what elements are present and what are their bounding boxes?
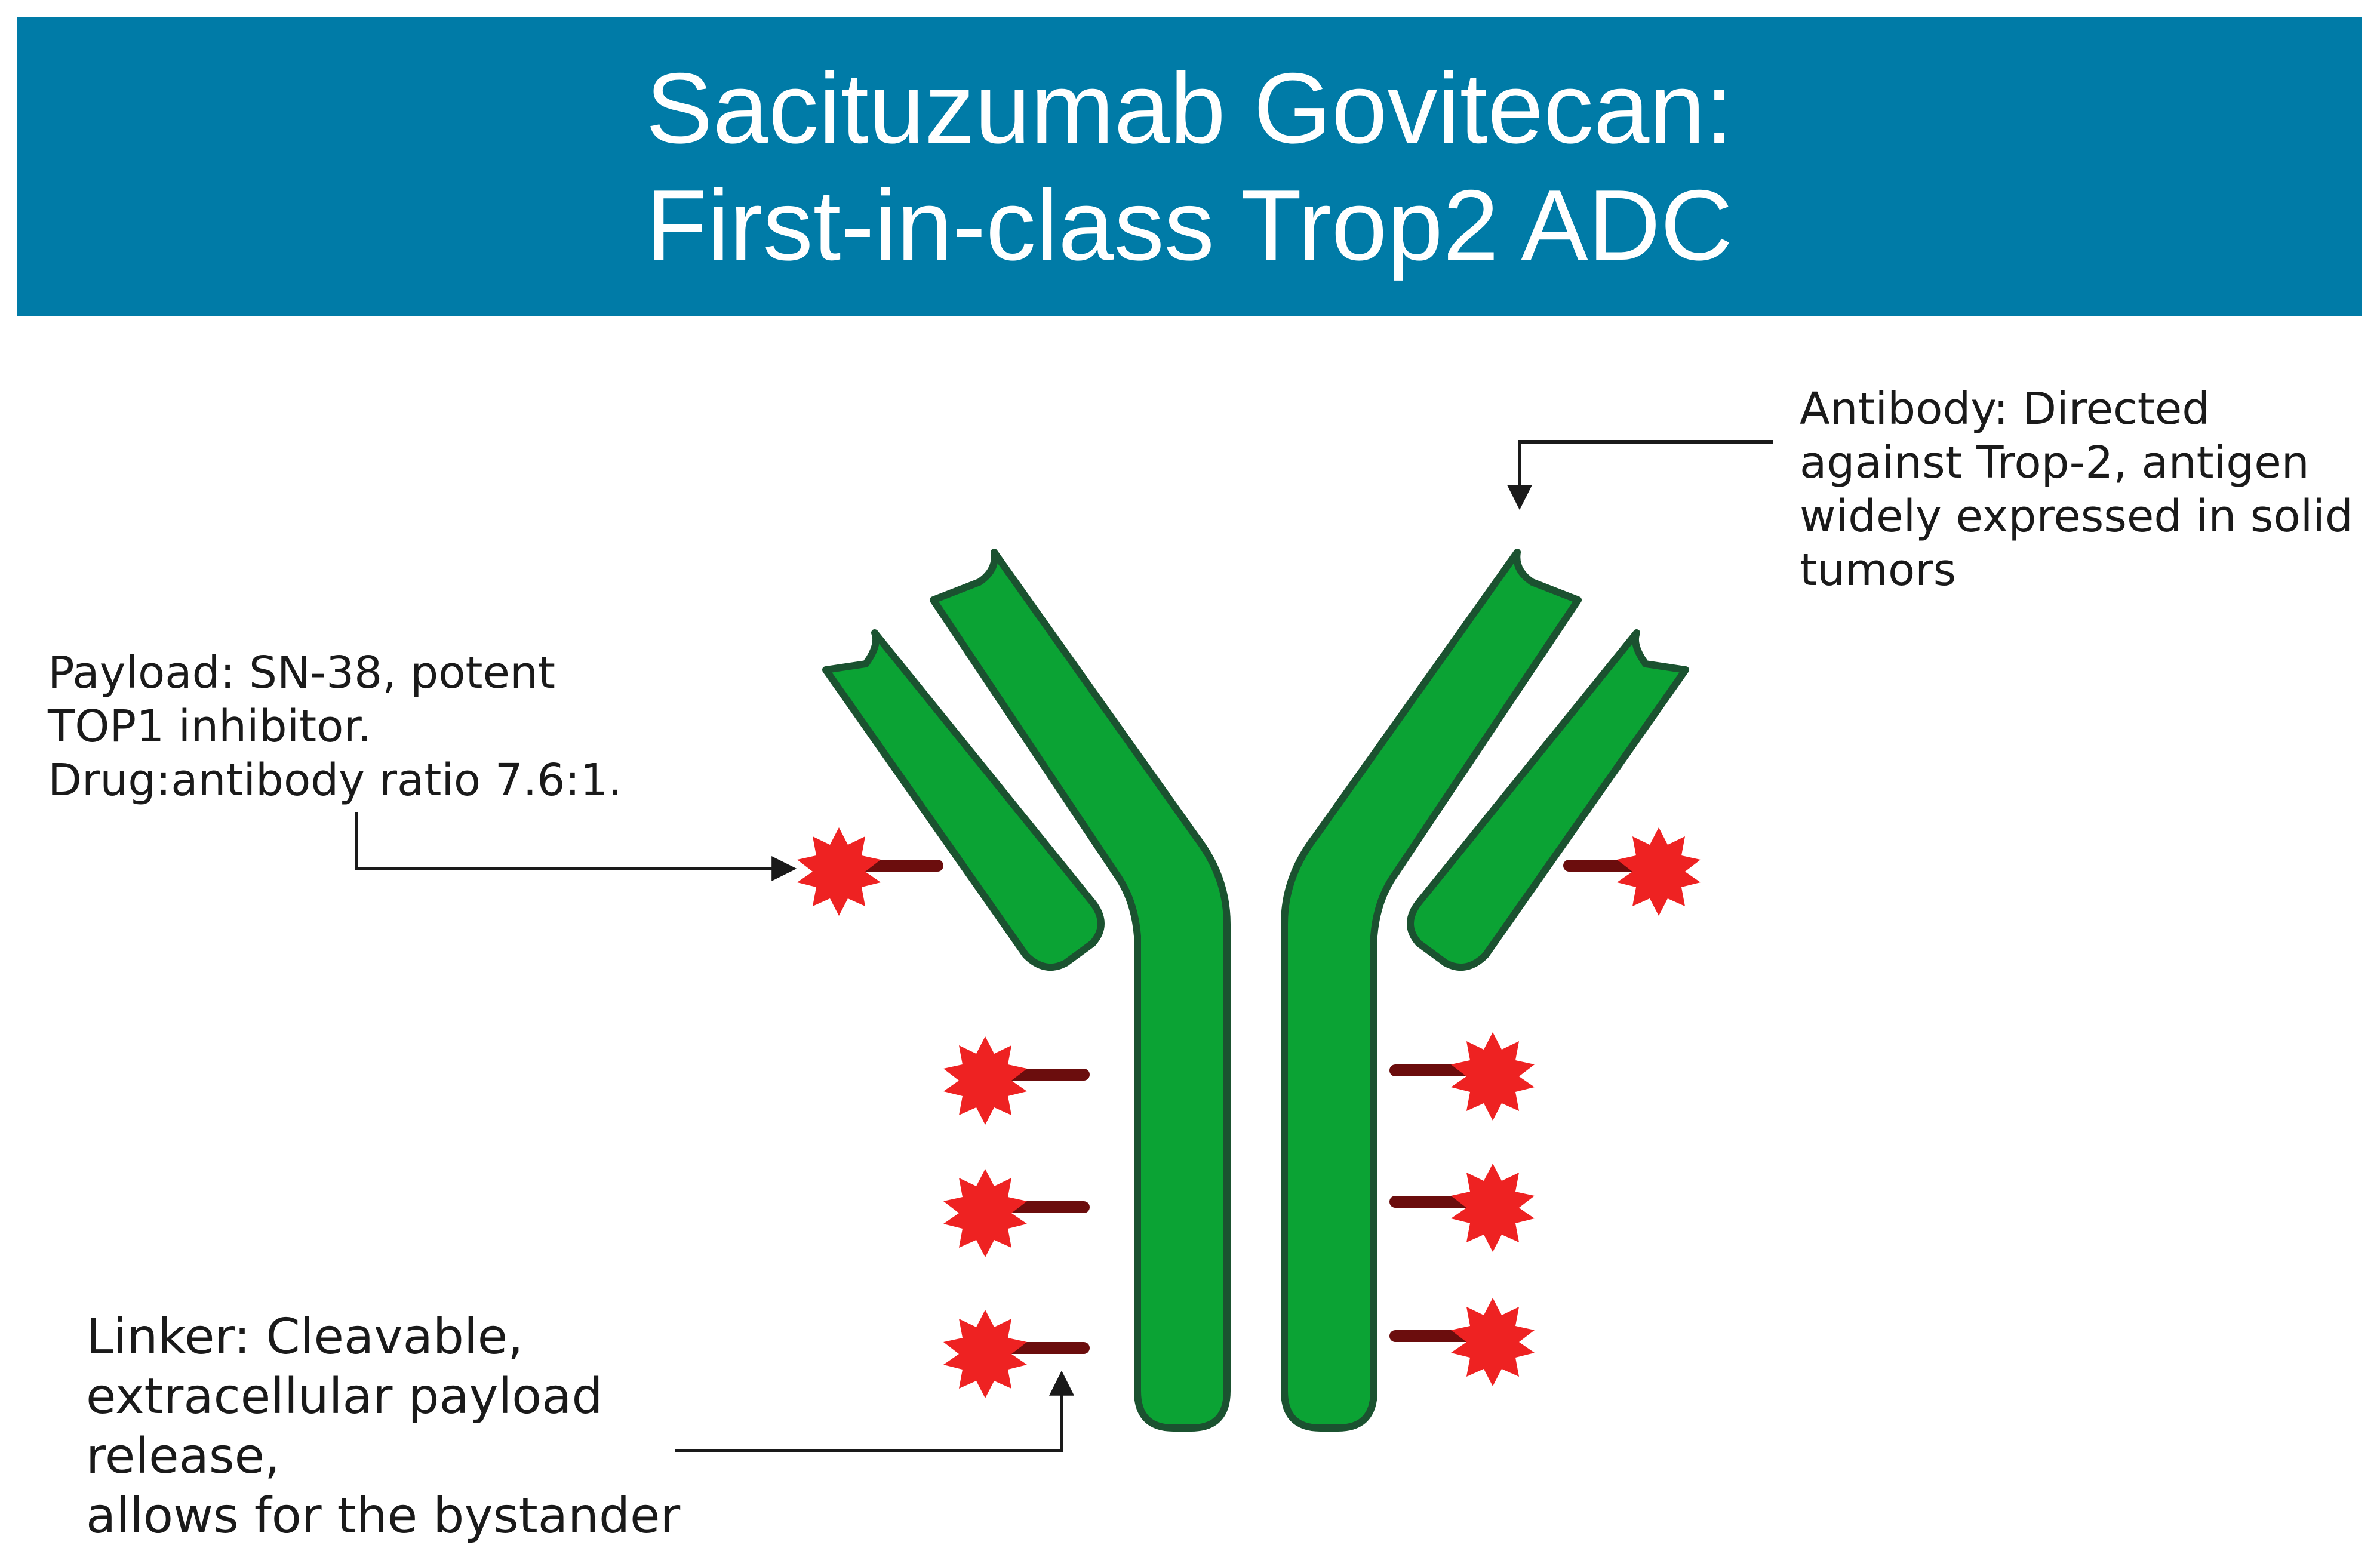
payload-star xyxy=(943,1310,1027,1398)
payload-group-4 xyxy=(943,1310,1090,1398)
antibody-callout: Antibody: Directed against Trop-2, antig… xyxy=(1800,383,2353,596)
payload-star xyxy=(1451,1298,1535,1386)
payload-group-2 xyxy=(943,1036,1090,1125)
payload-group-1 xyxy=(797,827,943,916)
payload-callout-arrow xyxy=(355,812,797,881)
antibody-right-heavy-chain xyxy=(1281,549,1582,1432)
antibody-left-light-chain xyxy=(822,629,1105,971)
linker-callout: Linker: Cleavable, extracellular payload… xyxy=(86,1309,681,1551)
payload-star xyxy=(797,827,881,916)
linker-callout-arrow xyxy=(675,1370,1074,1452)
payload-group-6 xyxy=(1389,1032,1535,1121)
payload-group-7 xyxy=(1389,1164,1535,1252)
payload-group-8 xyxy=(1389,1298,1535,1386)
payload-group-3 xyxy=(943,1169,1090,1257)
title-line-2: First-in-class Trop2 ADC xyxy=(645,169,1733,281)
payload-star xyxy=(1451,1164,1535,1252)
payload-callout: Payload: SN-38, potent TOP1 inhibitor. D… xyxy=(48,647,622,806)
antibody-callout-arrow xyxy=(1507,440,1773,510)
title-banner: Sacituzumab Govitecan: First-in-class Tr… xyxy=(17,17,2362,316)
payload-star xyxy=(1451,1032,1535,1121)
payload-star xyxy=(943,1036,1027,1125)
payload-star xyxy=(943,1169,1027,1257)
antibody-left-heavy-chain xyxy=(930,549,1231,1432)
antibody-right-light-chain xyxy=(1407,629,1689,971)
title-line-1: Sacituzumab Govitecan: xyxy=(645,52,1733,164)
payload-star xyxy=(1617,827,1701,916)
payload-group-5 xyxy=(1563,827,1701,916)
